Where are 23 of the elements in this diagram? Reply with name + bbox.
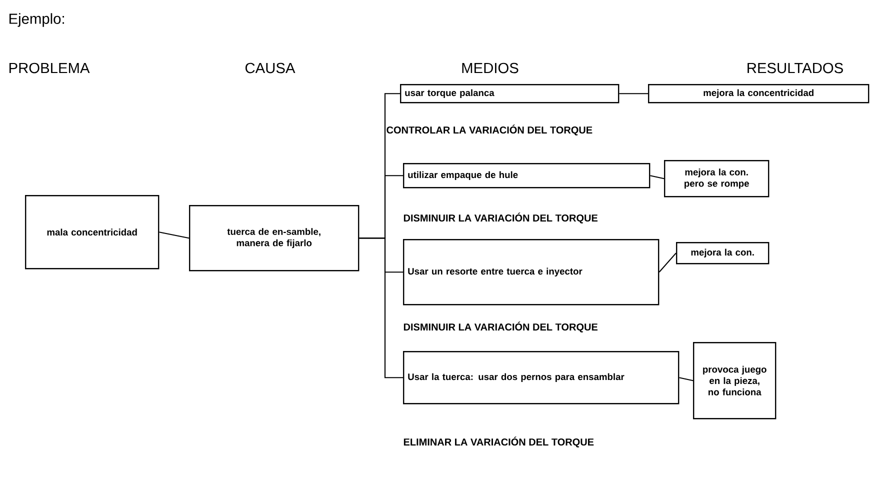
connector-line [619,93,648,94]
process-box: mala concentricidad [25,195,160,270]
connector-line [679,377,694,382]
connector-line [359,238,403,378]
process-box: Usar un resorte entre tuerca e inyector [403,239,660,306]
process-box: utilizar empaque de hule [403,163,650,188]
connector-line [658,252,676,272]
process-box: Usar la tuerca: usar dos pernos para ensamblar [403,351,680,404]
process-box: mejora la concentricidad [648,84,870,104]
connector-line [650,175,664,180]
process-box: usar torque palanca [400,84,620,104]
process-box: provoca juego en la pieza, no funciona [693,342,776,420]
column-header: PROBLEMA [9,62,90,74]
process-box: tuerca de en-samble, manera de fijarlo [189,205,360,272]
connector-line [159,232,190,239]
process-box: mejora la con. [676,242,770,264]
column-header: CAUSA [246,62,296,74]
process-box: mejora la con. pero se rompe [664,160,770,198]
category-label: DISMINUIR LA VARIACIÓN DEL TORQUE [404,212,598,224]
category-label: CONTROLAR LA VARIACIÓN DEL TORQUE [386,124,592,136]
category-label: DISMINUIR LA VARIACIÓN DEL TORQUE [404,322,598,332]
heading: Ejemplo: [9,13,64,27]
category-label: ELIMINAR LA VARIACIÓN DEL TORQUE [404,436,594,448]
